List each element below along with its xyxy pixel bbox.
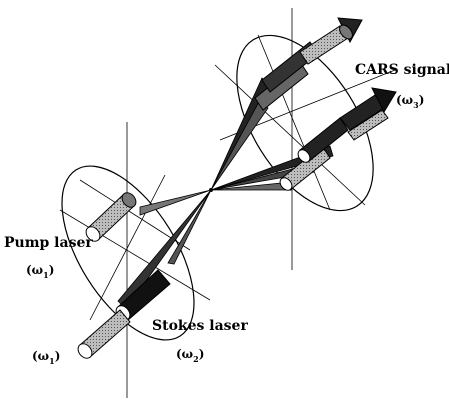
output-lens-ellipse	[236, 34, 374, 212]
arrow-head-lower	[371, 87, 397, 114]
stokes-laser-label: Stokes laser	[152, 318, 248, 334]
left-diagonal-c	[89, 174, 166, 321]
pump-laser-beam	[85, 192, 137, 242]
input-lens-ellipse	[61, 165, 195, 341]
output-arrows	[299, 17, 397, 141]
omega2-label: (ω2)	[176, 347, 204, 364]
omega1-lower-label: (ω1)	[32, 349, 60, 366]
right-diagonal-a	[214, 64, 366, 206]
left-diagonal-a	[59, 209, 211, 301]
beam-cones	[117, 77, 334, 310]
focal-point	[209, 188, 213, 192]
omega3-label: (ω3)	[396, 93, 424, 110]
pump-laser-beam-lower	[77, 309, 131, 359]
pump-laser-label: Pump laser	[4, 235, 93, 251]
omega1-label: (ω1)	[26, 263, 54, 280]
cars-signal-label: CARS signal	[355, 62, 449, 78]
right-diagonal-c	[257, 34, 331, 211]
